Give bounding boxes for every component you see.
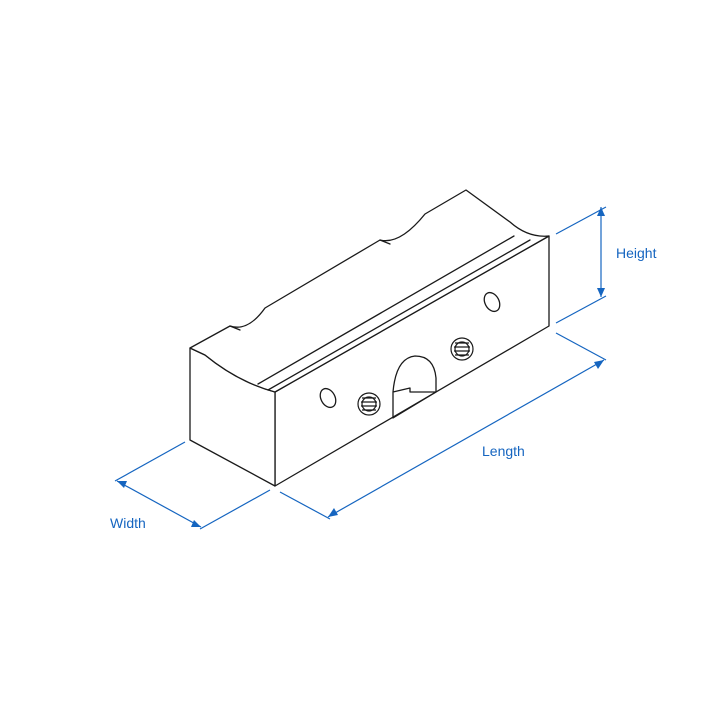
dimension-lines <box>114 206 607 530</box>
through-hole-left <box>319 387 337 409</box>
arched-slot <box>392 355 437 419</box>
length-dimension-line <box>327 359 605 518</box>
width-extension-left <box>114 441 186 482</box>
arrow-width-right <box>191 520 201 527</box>
width-label: Width <box>110 515 146 531</box>
groove-line <box>257 235 515 385</box>
width-dimension-line <box>116 480 202 528</box>
arrow-length-left <box>328 508 338 517</box>
length-extension-right <box>555 332 607 361</box>
height-extension-top <box>555 206 607 235</box>
length-extension-left <box>279 491 331 520</box>
arrow-width-left <box>117 481 127 488</box>
notch-edge-2 <box>379 239 391 245</box>
height-extension-bottom <box>555 295 607 324</box>
groove-line-2 <box>267 239 531 391</box>
block-body <box>189 189 550 487</box>
width-extension-right <box>199 489 271 530</box>
set-screw-icon <box>450 337 474 361</box>
arrow-length-right <box>594 360 604 369</box>
length-label: Length <box>482 443 525 459</box>
notch-edge <box>229 325 241 331</box>
height-label: Height <box>616 245 657 261</box>
arrow-height-bottom <box>597 288 605 297</box>
dimension-arrows <box>117 207 605 527</box>
top-face <box>189 189 550 393</box>
through-hole-right <box>483 291 501 313</box>
arrow-height-top <box>597 207 605 216</box>
set-screw-icon <box>357 392 381 416</box>
